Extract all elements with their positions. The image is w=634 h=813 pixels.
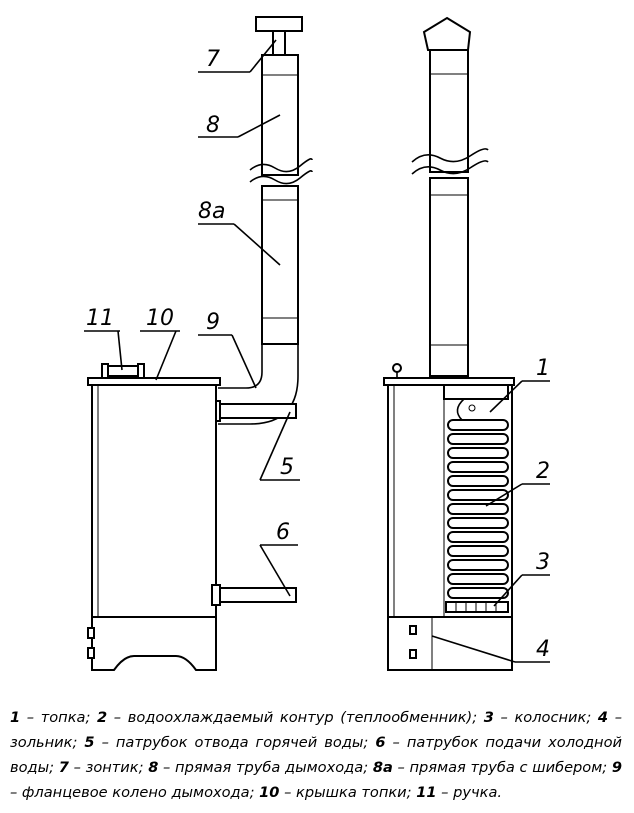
legend-num-7: 7 <box>58 759 69 776</box>
front-view <box>383 16 515 671</box>
legend-num-9: 9 <box>611 759 623 776</box>
legend-num-4: 4 <box>597 709 609 726</box>
legend-text-9: – фланцевое колено дымохода; <box>10 784 260 801</box>
legend-text-7: – зонтик; <box>68 759 149 776</box>
stove-body-side <box>91 384 217 618</box>
legend-num-6: 6 <box>375 734 386 751</box>
hot-water-pipe <box>217 403 297 419</box>
ash-pit <box>387 616 513 671</box>
callout-2: 2 <box>536 459 550 484</box>
callout-5: 5 <box>280 455 294 480</box>
top-lid <box>87 377 221 386</box>
cold-water-pipe <box>217 587 297 603</box>
umbrella-cap <box>255 16 303 32</box>
legend-num-8a: 8а <box>372 759 393 776</box>
legend-text-1: – топка; <box>20 709 98 726</box>
callout-11: 11 <box>86 306 114 331</box>
heat-exchanger <box>447 419 509 599</box>
callout-6: 6 <box>276 520 290 545</box>
legend-text-8a: – прямая труба с шибером; <box>392 759 612 776</box>
callout-8: 8 <box>206 113 220 138</box>
legend-text-5: – патрубок отвода горячей воды; <box>94 734 376 751</box>
stove-diagram: 7 8 8а 9 11 10 5 6 1 2 3 4 <box>84 16 550 671</box>
legend-text-8: – прямая труба дымохода; <box>158 759 373 776</box>
callout-3: 3 <box>536 550 550 575</box>
legend-num-10: 10 <box>259 784 280 801</box>
legend-text-2: – водоохлаждаемый контур (теплообменник)… <box>107 709 484 726</box>
leader-lines <box>84 39 550 663</box>
side-view <box>87 16 313 671</box>
callout-9: 9 <box>206 310 220 335</box>
legend-caption: 1 – топка; 2 – водоохлаждаемый контур (т… <box>10 705 622 805</box>
legend-num-3: 3 <box>483 709 494 726</box>
legend-text-3: – колосник; <box>493 709 598 726</box>
callout-8a: 8а <box>198 199 225 224</box>
legend-text-10: – крышка топки; <box>279 784 417 801</box>
callout-1: 1 <box>536 356 550 381</box>
callout-7: 7 <box>206 47 220 72</box>
callout-4: 4 <box>536 637 550 662</box>
stove-base-side <box>91 616 217 671</box>
legend-text-11: – ручка. <box>436 784 503 801</box>
flange-elbow <box>218 344 263 389</box>
callouts: 7 8 8а 9 11 10 5 6 1 2 3 4 <box>86 47 550 662</box>
legend-num-11: 11 <box>416 784 437 801</box>
legend-num-5: 5 <box>84 734 95 751</box>
legend-num-8: 8 <box>148 759 159 776</box>
legend-num-1: 1 <box>10 709 21 726</box>
callout-10: 10 <box>146 306 174 331</box>
legend-text-6: – патрубок подачи холодной воды; <box>10 734 623 776</box>
grate <box>445 601 509 613</box>
lid-handle <box>105 365 141 377</box>
legend-text-4: – зольник; <box>10 709 622 751</box>
legend-num-2: 2 <box>97 709 108 726</box>
umbrella-cone <box>422 16 472 51</box>
